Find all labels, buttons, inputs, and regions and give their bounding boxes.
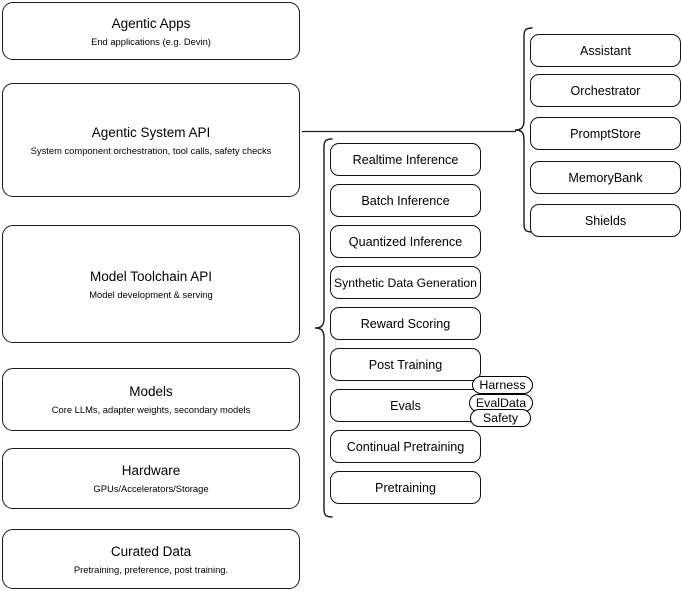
layer-box-agentic-system-api[interactable]: Agentic System API System component orch… (2, 83, 300, 197)
component-label: Shields (584, 213, 627, 228)
component-label: Evals (390, 398, 421, 413)
layer-subtitle: End applications (e.g. Devin) (91, 35, 211, 47)
component-label: Pretraining (375, 480, 436, 495)
component-box-pretraining[interactable]: Pretraining (330, 471, 481, 504)
component-label: Continual Pretraining (346, 439, 465, 454)
component-box-promptstore[interactable]: PromptStore (530, 117, 681, 150)
layer-title: Agentic Apps (111, 15, 191, 31)
badge-label: EvalData (475, 396, 527, 410)
badge-safety[interactable]: Safety (470, 409, 531, 427)
layer-box-hardware[interactable]: Hardware GPUs/Accelerators/Storage (2, 448, 300, 509)
component-box-assistant[interactable]: Assistant (530, 34, 681, 67)
component-box-synthetic-data-generation[interactable]: Synthetic Data Generation (330, 266, 481, 299)
layer-subtitle: Pretraining, preference, post training. (73, 563, 229, 575)
component-label: Quantized Inference (348, 234, 463, 249)
component-label: Post Training (368, 357, 443, 372)
component-label: Synthetic Data Generation (334, 275, 477, 290)
component-label: MemoryBank (568, 170, 643, 185)
layer-box-models[interactable]: Models Core LLMs, adapter weights, secon… (2, 368, 300, 431)
layer-box-curated-data[interactable]: Curated Data Pretraining, preference, po… (2, 529, 300, 589)
layer-title: Curated Data (110, 543, 192, 559)
component-label: Reward Scoring (360, 316, 451, 331)
badge-label: Safety (482, 411, 519, 425)
badge-harness[interactable]: Harness (472, 376, 533, 394)
component-box-evals[interactable]: Evals (330, 389, 481, 422)
layer-title: Models (129, 384, 173, 399)
component-box-memorybank[interactable]: MemoryBank (530, 161, 681, 194)
component-label: Orchestrator (570, 83, 641, 98)
component-label: Realtime Inference (352, 152, 459, 167)
layer-box-model-toolchain-api[interactable]: Model Toolchain API Model development & … (2, 225, 300, 343)
component-box-orchestrator[interactable]: Orchestrator (530, 74, 681, 107)
component-box-quantized-inference[interactable]: Quantized Inference (330, 225, 481, 258)
layer-subtitle: Model development & serving (89, 288, 213, 300)
layer-subtitle: GPUs/Accelerators/Storage (93, 483, 209, 494)
component-box-realtime-inference[interactable]: Realtime Inference (330, 143, 481, 176)
component-label: PromptStore (570, 126, 641, 141)
layer-title: Model Toolchain API (89, 268, 213, 284)
layer-subtitle: System component orchestration, tool cal… (30, 144, 272, 156)
badge-label: Harness (479, 378, 526, 392)
component-label: Assistant (579, 43, 632, 58)
component-label: Batch Inference (361, 193, 450, 208)
layer-box-agentic-apps[interactable]: Agentic Apps End applications (e.g. Devi… (2, 2, 300, 60)
component-box-batch-inference[interactable]: Batch Inference (330, 184, 481, 217)
component-box-post-training[interactable]: Post Training (330, 348, 481, 381)
component-box-shields[interactable]: Shields (530, 204, 681, 237)
connector-agentic-system-to-components (302, 130, 516, 133)
layer-title: Hardware (121, 463, 181, 478)
component-box-continual-pretraining[interactable]: Continual Pretraining (330, 430, 481, 463)
layer-subtitle: Core LLMs, adapter weights, secondary mo… (51, 404, 251, 415)
layer-title: Agentic System API (91, 124, 211, 140)
component-box-reward-scoring[interactable]: Reward Scoring (330, 307, 481, 340)
